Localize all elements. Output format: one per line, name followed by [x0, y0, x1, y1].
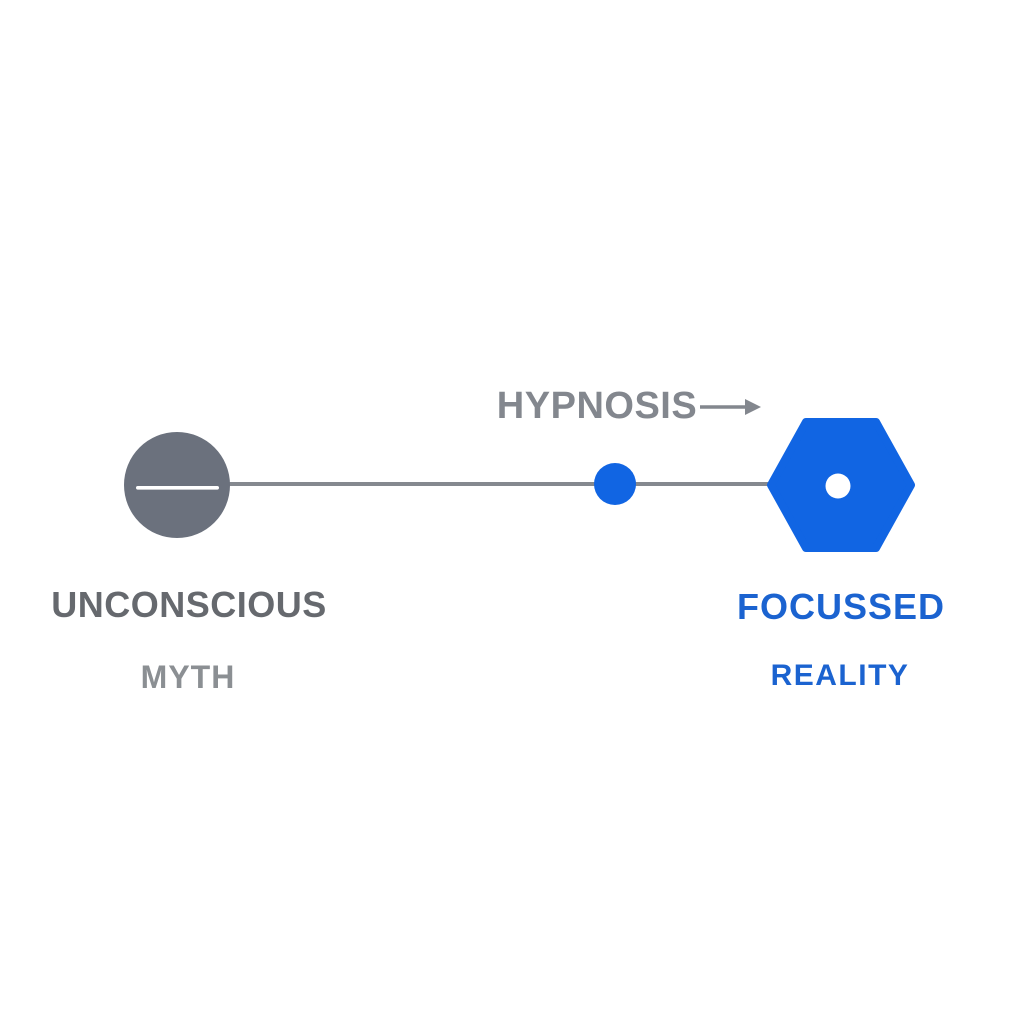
myth-subtitle: MYTH — [140, 659, 236, 695]
unconscious-title: UNCONSCIOUS — [51, 584, 327, 625]
hypnosis-point-icon — [594, 463, 636, 505]
focussed-title: FOCUSSED — [736, 586, 946, 627]
unconscious-node-icon — [124, 432, 230, 538]
reality-subtitle: REALITY — [770, 659, 910, 692]
hypnosis-label: HYPNOSIS — [496, 385, 698, 427]
focussed-node-icon — [767, 418, 915, 552]
arrow-right-icon — [700, 399, 761, 415]
